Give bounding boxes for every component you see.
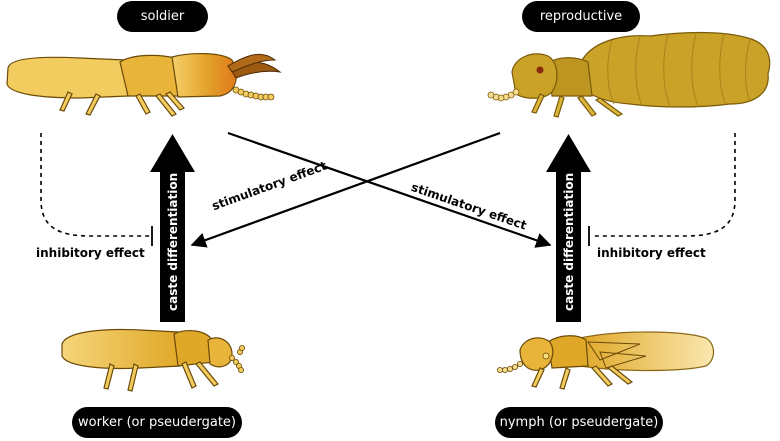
caste-differentiation-arrow-right [546, 134, 591, 322]
caste-differentiation-label-right: caste differentiation [562, 172, 576, 311]
reproductive-label: reproductive [522, 1, 640, 32]
reproductive-termite-illustration [487, 31, 771, 118]
stimulatory-arrow-soldier-to-nymph [227, 131, 552, 248]
inhibitory-line-left [40, 133, 153, 246]
caste-differentiation-label-left: caste differentiation [166, 172, 180, 311]
worker-termite-illustration [61, 328, 245, 392]
nymph-label: nymph (or pseudergate) [495, 407, 663, 438]
caste-differentiation-arrow-left [150, 134, 195, 322]
stimulatory-arrow-reproductive-to-worker [190, 131, 501, 248]
nymph-termite-illustration [496, 331, 715, 390]
soldier-termite-illustration [6, 53, 282, 117]
inhibitory-effect-label-left: inhibitory effect [36, 246, 145, 260]
inhibitory-effect-label-right: inhibitory effect [597, 246, 706, 260]
worker-label: worker (or pseudergate) [72, 407, 242, 438]
inhibitory-line-right [588, 133, 736, 246]
soldier-label: soldier [117, 1, 208, 32]
